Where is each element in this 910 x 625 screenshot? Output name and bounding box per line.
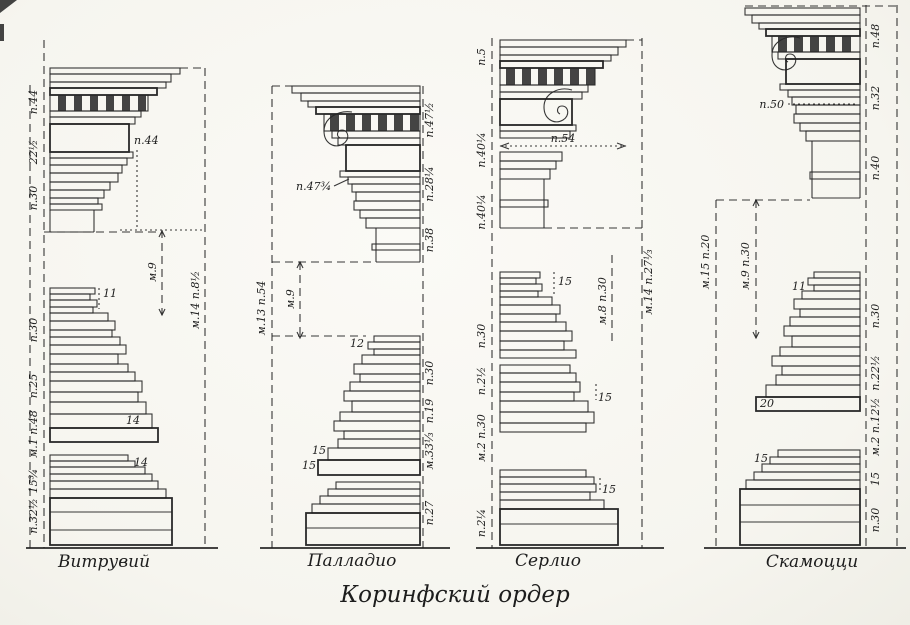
dim-label: п.30 (869, 304, 882, 329)
scamozzi-capital (793, 113, 861, 199)
palladio-base (317, 335, 421, 476)
dim-label: м.9 (284, 289, 297, 309)
vitruvius-pedestal (49, 454, 173, 546)
serlio-capital (499, 151, 563, 229)
serlio-figure: п.5 п.40¼ п.54 п.40¼ м.14 п.27⅓ м.8 п.30… (475, 38, 655, 548)
dim-label: 15 (558, 275, 572, 288)
dim-label: 15 (869, 472, 882, 486)
author-names: Витрувий Палладио Серлио Скамоцци (57, 551, 858, 572)
palladio-entablature (291, 85, 421, 202)
serlio-labels: п.5 п.40¼ п.54 п.40¼ м.14 п.27⅓ м.8 п.30… (475, 48, 655, 537)
dim-label: п.5 (475, 48, 488, 66)
dim-label: п.44 (27, 90, 40, 115)
dim-label: м.15 п.20 (699, 235, 712, 290)
dim-label: м.9 п.30 (739, 242, 752, 290)
scamozzi-labels: п.48 п.32 п.50 п.40 м.15 п.20 м.9 п.30 1… (699, 24, 882, 533)
palladio-capital (353, 200, 421, 263)
dim-label: м.1 п.48 (27, 410, 40, 458)
dim-label: 15 (598, 391, 612, 404)
dim-label: п.47½ (423, 102, 436, 137)
modillion-scroll (543, 88, 573, 123)
author-name-vitruvius: Витрувий (57, 552, 150, 572)
dim-label: п.40¼ (475, 132, 488, 167)
serlio-entablature (499, 39, 627, 139)
vitruvius-dimension-lines (29, 40, 206, 548)
modillion-scroll (771, 36, 801, 71)
scan-artifact (0, 0, 17, 41)
dim-label: п.27 (423, 501, 436, 526)
dim-label: п.28¼ (423, 166, 436, 201)
dim-label: м.8 п.30 (596, 277, 609, 325)
dim-label: п.30 (27, 318, 40, 343)
palladio-figure: п.47½ п.47¾ п.28¼ п.38 м.13 п.54 м.9 12 … (255, 85, 436, 548)
vitruvius-entablature (49, 67, 181, 174)
dim-label: 11 (103, 287, 117, 300)
dim-label: п.32½ (27, 498, 40, 533)
dim-label: п.44 (134, 134, 159, 147)
scamozzi-dimension-lines (715, 5, 898, 548)
dim-label: 12 (350, 337, 364, 350)
author-name-scamozzi: Скамоцци (766, 552, 858, 572)
vitruvius-figure: п.44 22½ п.30 п.44 м.9 м.14 п.8½ 11 п.30… (27, 40, 206, 548)
author-name-palladio: Палладио (307, 551, 397, 571)
dim-label: п.30 (27, 186, 40, 211)
dim-label: п.30 (475, 324, 488, 349)
dim-label: м.14 п.27⅓ (642, 249, 655, 315)
dim-label: 14 (134, 456, 148, 469)
dim-label: 14 (126, 414, 140, 427)
dim-label: 15 (754, 452, 768, 465)
dim-label: п.30 (423, 361, 436, 386)
dim-label: м.9 (146, 262, 159, 282)
dim-label: п.50 (759, 98, 784, 111)
dim-label: п.40 (869, 156, 882, 181)
palladio-labels: п.47½ п.47¾ п.28¼ п.38 м.13 п.54 м.9 12 … (255, 102, 436, 525)
dim-label: п.19 (423, 399, 436, 424)
vitruvius-capital (49, 172, 119, 233)
dim-label: п.40¼ (475, 194, 488, 229)
serlio-pedestal (499, 469, 619, 546)
dim-label: 15¾ (27, 469, 40, 494)
dim-label: м.2 п.12½ (869, 398, 882, 456)
plate-title: Коринфский ордер (339, 582, 570, 608)
dim-label: п.25 (27, 374, 40, 399)
dim-label: 20 (759, 397, 774, 410)
vitruvius-base (49, 287, 159, 443)
serlio-pedestal-cap (499, 364, 595, 433)
dim-label: 22½ (27, 140, 40, 166)
scamozzi-figure: п.48 п.32 п.50 п.40 м.15 п.20 м.9 п.30 1… (699, 5, 898, 548)
palladio-dimension-lines (271, 85, 424, 548)
dim-label: 11 (792, 280, 806, 293)
dim-label: 15 (302, 459, 316, 472)
scamozzi-base (755, 271, 861, 412)
dim-label: п.38 (423, 228, 436, 253)
dim-label: п.2½ (475, 367, 488, 395)
dim-label: п.30 (869, 508, 882, 533)
dim-label: м.14 п.8½ (189, 271, 202, 329)
dim-label: п.22½ (869, 355, 882, 390)
palladio-pedestal (305, 481, 421, 546)
dim-label: п.48 (869, 24, 882, 49)
dim-label: м.13 п.54 (255, 281, 268, 336)
dim-label: 15 (602, 483, 616, 496)
dim-label: м.33⅓ (423, 432, 436, 470)
author-name-serlio: Серлио (515, 551, 581, 571)
dim-label: п.2¼ (475, 509, 488, 537)
dim-label: м.2 п.30 (475, 414, 488, 462)
serlio-base (499, 271, 577, 359)
vitruvius-labels: п.44 22½ п.30 п.44 м.9 м.14 п.8½ 11 п.30… (27, 90, 202, 534)
modillion-scroll (323, 111, 353, 147)
dim-label: п.32 (869, 86, 882, 111)
dim-label: п.54 (551, 132, 576, 145)
serlio-dimension-lines (491, 38, 643, 548)
scamozzi-pedestal (739, 449, 861, 546)
scamozzi-entablature (744, 7, 861, 115)
dim-label: 15 (312, 444, 326, 457)
dim-label: п.47¾ (296, 180, 331, 193)
